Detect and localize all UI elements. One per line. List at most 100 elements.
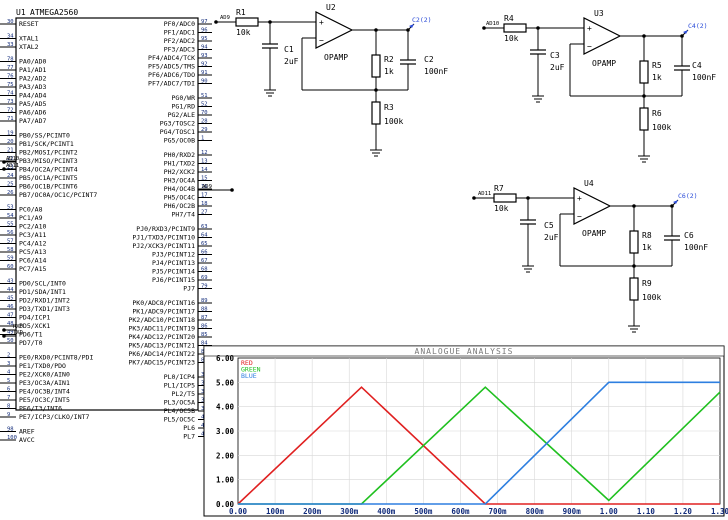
pin-number: 77: [7, 65, 14, 71]
pin-name: PD6/T1: [19, 331, 43, 339]
resistor-r2[interactable]: [371, 54, 381, 78]
r7-value: 10k: [494, 204, 509, 213]
pin-number: 50: [7, 338, 14, 344]
pin-name: XTAL1: [19, 35, 39, 43]
pin-number: 93: [201, 53, 208, 59]
pin-name: PB2/MOSI/PCINT2: [19, 149, 78, 157]
filter-1[interactable]: AD9 R1 10k C1 2uF U2 OPAMP + − C2(2): [214, 3, 448, 157]
r8-ref: R8: [642, 231, 652, 240]
filter-input-label: AD11: [478, 191, 491, 197]
pin-number: 84: [201, 341, 208, 347]
pin-name: PL0/ICP4: [164, 373, 195, 381]
pin-number: 25: [7, 182, 14, 188]
pin-number: 88: [201, 307, 208, 313]
pin-number: 7: [7, 395, 10, 401]
pin-number: 91: [201, 70, 208, 76]
y-tick-labels: 0.001.002.003.004.005.006.00: [216, 354, 235, 509]
pin-name: PE5/OC3C/INT5: [19, 396, 70, 404]
resistor-r4[interactable]: [503, 23, 527, 33]
x-tick-label: 800m: [526, 507, 545, 516]
c4-value: 100nF: [692, 73, 716, 82]
mcu-pin-right: 82PK7/ADC15/PCINT23: [128, 358, 212, 367]
pin-number: 20: [7, 139, 14, 145]
pin-number: 57: [7, 239, 14, 245]
c5-value: 2uF: [544, 233, 559, 242]
pin-name: PJ5/PCINT14: [152, 268, 195, 276]
opamp-u3[interactable]: [583, 17, 622, 55]
pin-number: 92: [201, 62, 208, 68]
pin-number: 19: [7, 131, 14, 137]
filter-3[interactable]: AD11 R7 10k C5 2uF U4 OPAMP + − C6(2) R8: [472, 179, 708, 333]
net-dot: [2, 334, 6, 338]
pin-number: 98: [7, 427, 14, 433]
x-tick-label: 900m: [563, 507, 582, 516]
pin-name: PC6/A14: [19, 257, 46, 265]
resistor-r3[interactable]: [371, 101, 381, 125]
probe-c2: C2(2): [412, 16, 432, 24]
pin-number: 23: [7, 165, 14, 171]
series-line-blue: [238, 381, 720, 505]
pin-name: PF0/ADC0: [164, 20, 195, 28]
pin-number: 59: [7, 256, 14, 262]
pin-number: 87: [201, 315, 208, 321]
resistor-r8[interactable]: [629, 230, 639, 254]
y-tick-label: 2.00: [216, 451, 235, 460]
mcu-right-pins: 97PF0/ADC096PF1/ADC195PF2/ADC294PF3/ADC3…: [128, 19, 212, 441]
pin-number: 95: [201, 36, 208, 42]
pin-name: RESET: [19, 20, 39, 28]
opamp-u4[interactable]: [573, 187, 612, 225]
pin-name: PB4/OC2A/PCINT4: [19, 166, 78, 174]
pin-number: 97: [201, 19, 208, 25]
pin-name: PK7/ADC15/PCINT23: [128, 359, 195, 367]
pin-name: PF3/ADC3: [164, 46, 195, 54]
analogue-graph[interactable]: ANALOGUE ANALYSIS 0.001.002.003.004.005.…: [203, 345, 728, 517]
r6-ref: R6: [652, 109, 662, 118]
probe-c4: C4(2): [688, 22, 708, 30]
pin-number: 17: [201, 193, 208, 199]
pin-name: PH7/T4: [172, 211, 196, 219]
mcu-pin-right: 97 PF0/ADC0: [164, 19, 212, 28]
resistor-r9[interactable]: [629, 277, 639, 301]
pin-name: PB1/SCK/PCINT1: [19, 140, 74, 148]
resistor-r1[interactable]: [235, 17, 259, 27]
pin-name: PH3/OC4A: [164, 177, 195, 185]
resistor-r5[interactable]: [639, 60, 649, 84]
x-tick-label: 1.10: [637, 507, 656, 516]
resistor-r7[interactable]: [493, 193, 517, 203]
resistor-r6[interactable]: [639, 107, 649, 131]
pin-name: PD1/SDA/INT1: [19, 288, 66, 296]
pin-number: 90: [201, 79, 208, 85]
opamp-u2[interactable]: [315, 11, 354, 49]
filter-2[interactable]: AD10 R4 10k C3 2uF U3 OPAMP + − C4(2) R5: [482, 9, 716, 163]
pin-name: PK4/ADC12/PCINT20: [128, 333, 195, 341]
